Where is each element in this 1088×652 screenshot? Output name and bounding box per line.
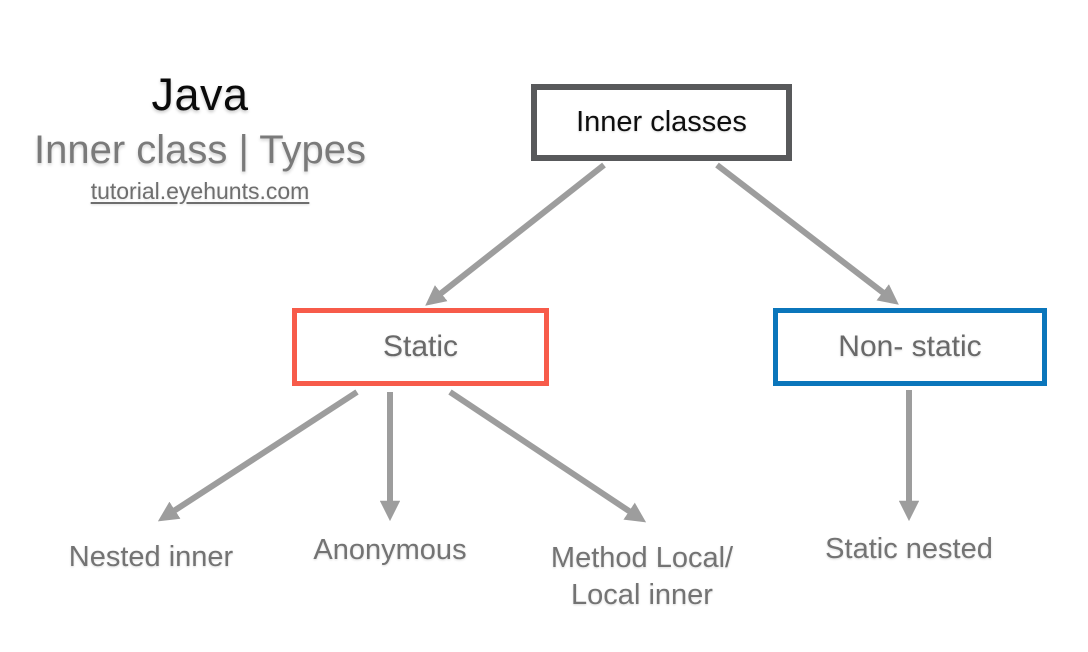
leaf-method-local-line2: Local inner <box>571 579 713 611</box>
node-static: Static <box>292 308 549 386</box>
edge-static-to-nested-inner <box>157 389 359 522</box>
site-link[interactable]: tutorial.eyehunts.com <box>90 177 310 204</box>
node-inner-classes: Inner classes <box>531 84 792 161</box>
node-static-label: Static <box>382 330 459 363</box>
leaf-static-nested: Static nested <box>825 533 993 565</box>
edge-static-to-method-local <box>448 389 647 523</box>
node-inner-classes-label: Inner classes <box>576 106 747 138</box>
edge-root-to-nonstatic <box>715 162 899 305</box>
leaf-nested-inner: Nested inner <box>68 541 234 573</box>
header: Java Inner class | Types tutorial.eyehun… <box>0 70 400 205</box>
leaf-method-local: Method Local/ Local inner <box>551 540 733 614</box>
leaf-method-local-line1: Method Local/ <box>550 542 734 574</box>
node-non-static: Non- static <box>773 308 1047 386</box>
page-title: Java <box>151 69 249 120</box>
page-subtitle: Inner class | Types <box>33 127 367 172</box>
edge-root-to-static <box>425 162 606 306</box>
node-non-static-label: Non- static <box>838 330 982 363</box>
leaf-anonymous: Anonymous <box>313 534 467 566</box>
